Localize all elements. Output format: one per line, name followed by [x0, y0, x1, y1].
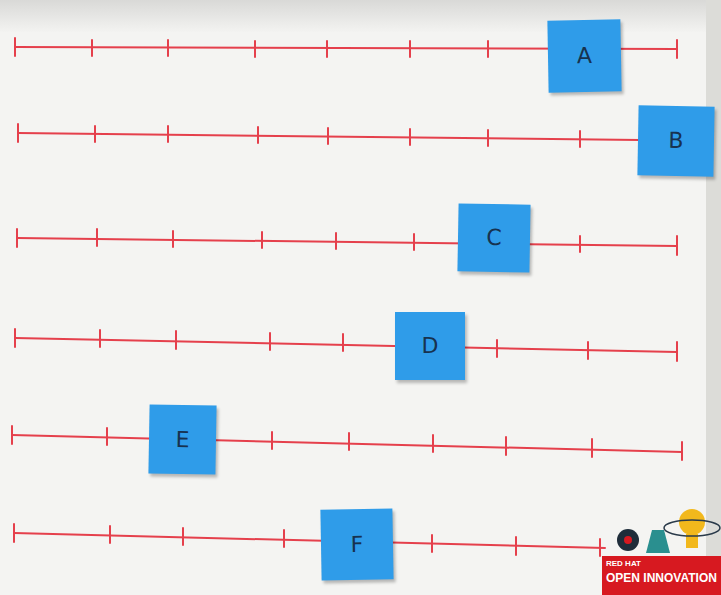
tick-marks — [17, 229, 677, 255]
note-letter: D — [422, 335, 439, 357]
logo-text: OPEN INNOVATION — [606, 572, 717, 584]
note-letter: A — [577, 45, 592, 67]
logo-banner — [602, 556, 721, 595]
sticky-note: E — [148, 404, 216, 474]
gear-icon — [617, 529, 639, 551]
open-innovation-logo — [602, 509, 721, 595]
bulb-icon — [679, 509, 705, 535]
sticky-note: C — [457, 203, 530, 272]
sticky-note: D — [395, 312, 465, 380]
tick-marks — [15, 329, 677, 361]
tick-marks — [12, 426, 682, 460]
sticky-note: B — [637, 105, 714, 176]
note-letter: E — [175, 428, 189, 450]
note-letter: C — [486, 227, 502, 249]
tick-marks — [18, 124, 580, 147]
number-line — [15, 338, 677, 352]
sticky-note: F — [320, 508, 393, 580]
sticky-note: A — [547, 19, 621, 92]
tick-marks — [14, 524, 600, 556]
flask-icon — [646, 530, 670, 553]
paper-edge — [706, 0, 721, 595]
note-letter: F — [350, 533, 363, 555]
number-lines — [12, 38, 682, 556]
logo-text: RED HAT — [606, 560, 641, 568]
note-letter: B — [668, 130, 683, 152]
orbit-ring — [664, 520, 720, 536]
gear-hole — [624, 536, 632, 544]
number-line — [12, 435, 682, 452]
number-line — [17, 238, 677, 246]
